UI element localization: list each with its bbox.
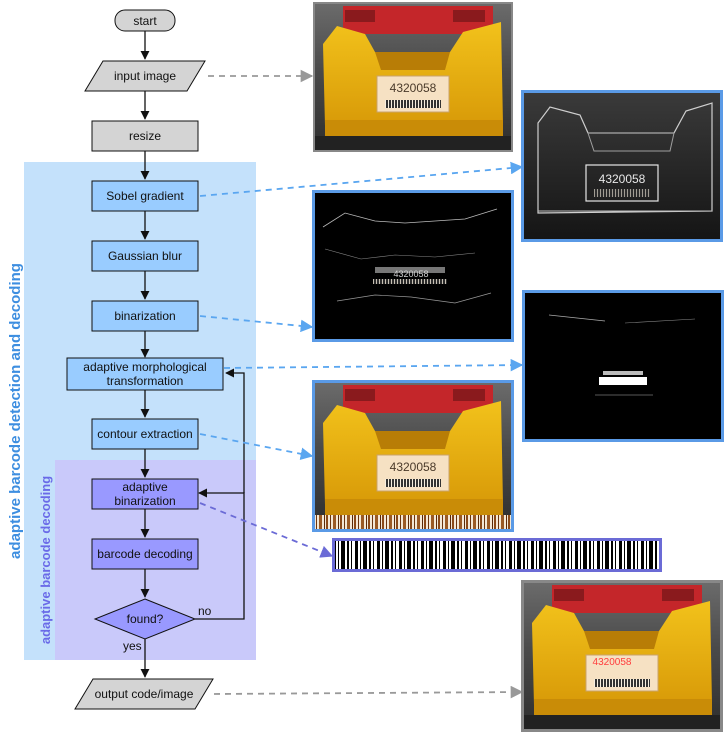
node-output: output code/image [74,678,214,710]
sobel-photo-code: 4320058 [599,172,646,186]
node-decoding-label: barcode decoding [97,547,192,561]
connector-sobel-photo [199,161,524,197]
binarized-barcode [332,538,662,572]
connector-output-photo [213,685,524,699]
node-contour: contour extraction [91,418,199,450]
node-output-label: output code/image [95,687,194,701]
node-input-image: input image [84,60,206,92]
node-binarization-label: binarization [114,309,175,323]
edge-label-yes: yes [123,639,142,653]
node-adaptive-morph-line2: transformation [107,374,184,388]
node-found-label: found? [127,612,164,626]
flow-edges [140,31,245,678]
outer-region-label: adaptive barcode detection and decoding [7,263,24,559]
node-adaptive-bin: adaptive binarization [91,478,199,510]
node-sobel-label: Sobel gradient [106,189,184,203]
node-adaptive-morph: adaptive morphological transformation [66,357,224,391]
binarization-photo-code: 4320058 [393,269,428,279]
node-found-decision: found? [93,598,197,640]
node-binarization: binarization [91,300,199,332]
output-photo: 4320058 [521,580,723,732]
node-start: start [114,9,176,32]
node-resize-label: resize [129,129,161,143]
inner-region-label: adaptive barcode decoding [38,476,53,644]
node-resize: resize [91,120,199,152]
node-contour-label: contour extraction [97,427,192,441]
contour-barcode-strip [315,515,511,529]
node-decoding: barcode decoding [91,538,199,570]
dashed-connectors [199,69,524,699]
connector-adaptivebin-barcode [199,502,334,558]
binarization-photo: 4320058 [312,190,514,342]
output-photo-overlay-code: 4320058 [593,657,632,668]
edge-loop-to-morph [225,368,245,493]
morph-photo [522,290,724,442]
node-gaussian-label: Gaussian blur [108,249,182,263]
connector-contour-photo [199,433,314,460]
contour-photo-code: 4320058 [390,460,437,474]
edge-found-no-loop [195,488,245,620]
node-adaptive-bin-line2: binarization [114,494,175,508]
input-photo: 4320058 [313,2,513,152]
node-adaptive-morph-line1: adaptive morphological [83,360,206,374]
contour-photo: 4320058 [312,380,514,532]
node-input-image-label: input image [114,69,176,83]
edge-label-no: no [198,604,212,618]
node-sobel: Sobel gradient [91,180,199,212]
sobel-photo: 4320058 [521,90,723,242]
connector-binarization-photo [199,315,314,333]
connector-morph-photo [223,358,524,372]
node-gaussian: Gaussian blur [91,240,199,272]
node-start-label: start [133,14,157,28]
input-photo-code: 4320058 [390,81,437,95]
node-adaptive-bin-line1: adaptive [122,480,168,494]
